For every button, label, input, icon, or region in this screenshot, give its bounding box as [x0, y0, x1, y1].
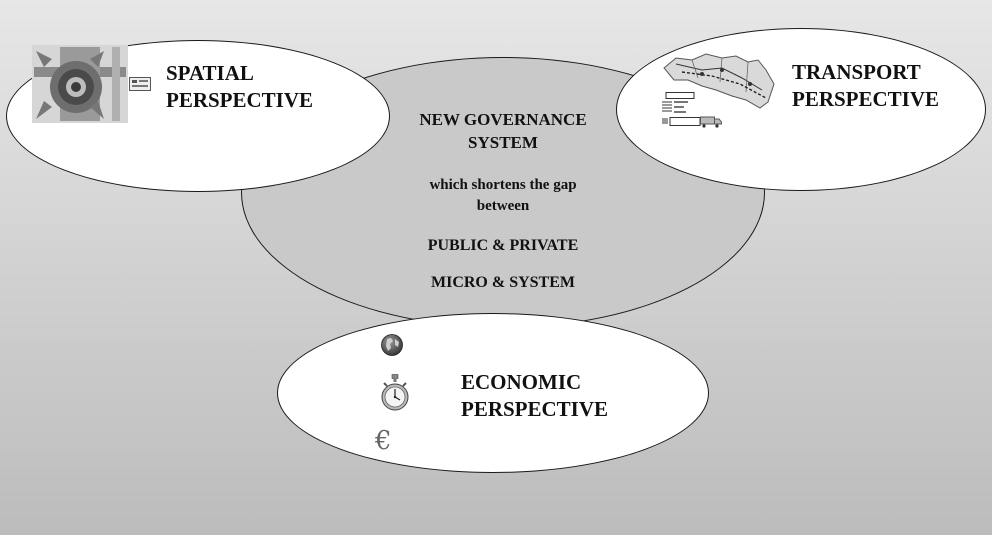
region-map-icon: [663, 53, 775, 109]
economic-label-line1: ECONOMIC: [461, 370, 582, 394]
stopwatch-icon: [381, 374, 409, 411]
small-tag-icon: [129, 77, 151, 91]
economic-perspective-ellipse: [277, 313, 709, 473]
emblem-icon: [32, 45, 128, 123]
transport-perspective-label: TRANSPORT PERSPECTIVE: [792, 59, 939, 113]
governance-subtitle-line1: which shortens the gap: [429, 177, 577, 193]
governance-title: NEW GOVERNANCE SYSTEM: [362, 108, 644, 154]
governance-subtitle-line2: between: [476, 198, 530, 214]
spatial-label-line2: PERSPECTIVE: [166, 88, 314, 112]
transport-perspective-ellipse: [616, 28, 986, 191]
map-legend-icon: [662, 92, 701, 126]
transport-label-line1: TRANSPORT: [792, 60, 921, 84]
governance-subtitle: which shortens the gap between: [362, 175, 644, 217]
transport-label-line2: PERSPECTIVE: [792, 87, 940, 111]
euro-icon: €: [375, 426, 392, 456]
governance-title-line2: SYSTEM: [468, 133, 538, 152]
public-private-label: PUBLIC & PRIVATE: [427, 237, 579, 254]
spatial-perspective-label: SPATIAL PERSPECTIVE: [166, 60, 313, 114]
truck-icon: [700, 116, 722, 128]
governance-title-line1: NEW GOVERNANCE: [419, 110, 587, 129]
economic-perspective-label: ECONOMIC PERSPECTIVE: [461, 369, 608, 423]
economic-label-line2: PERSPECTIVE: [461, 397, 609, 421]
globe-icon: [381, 334, 403, 356]
micro-system-label: MICRO & SYSTEM: [430, 274, 575, 291]
spatial-label-line1: SPATIAL: [166, 61, 254, 85]
